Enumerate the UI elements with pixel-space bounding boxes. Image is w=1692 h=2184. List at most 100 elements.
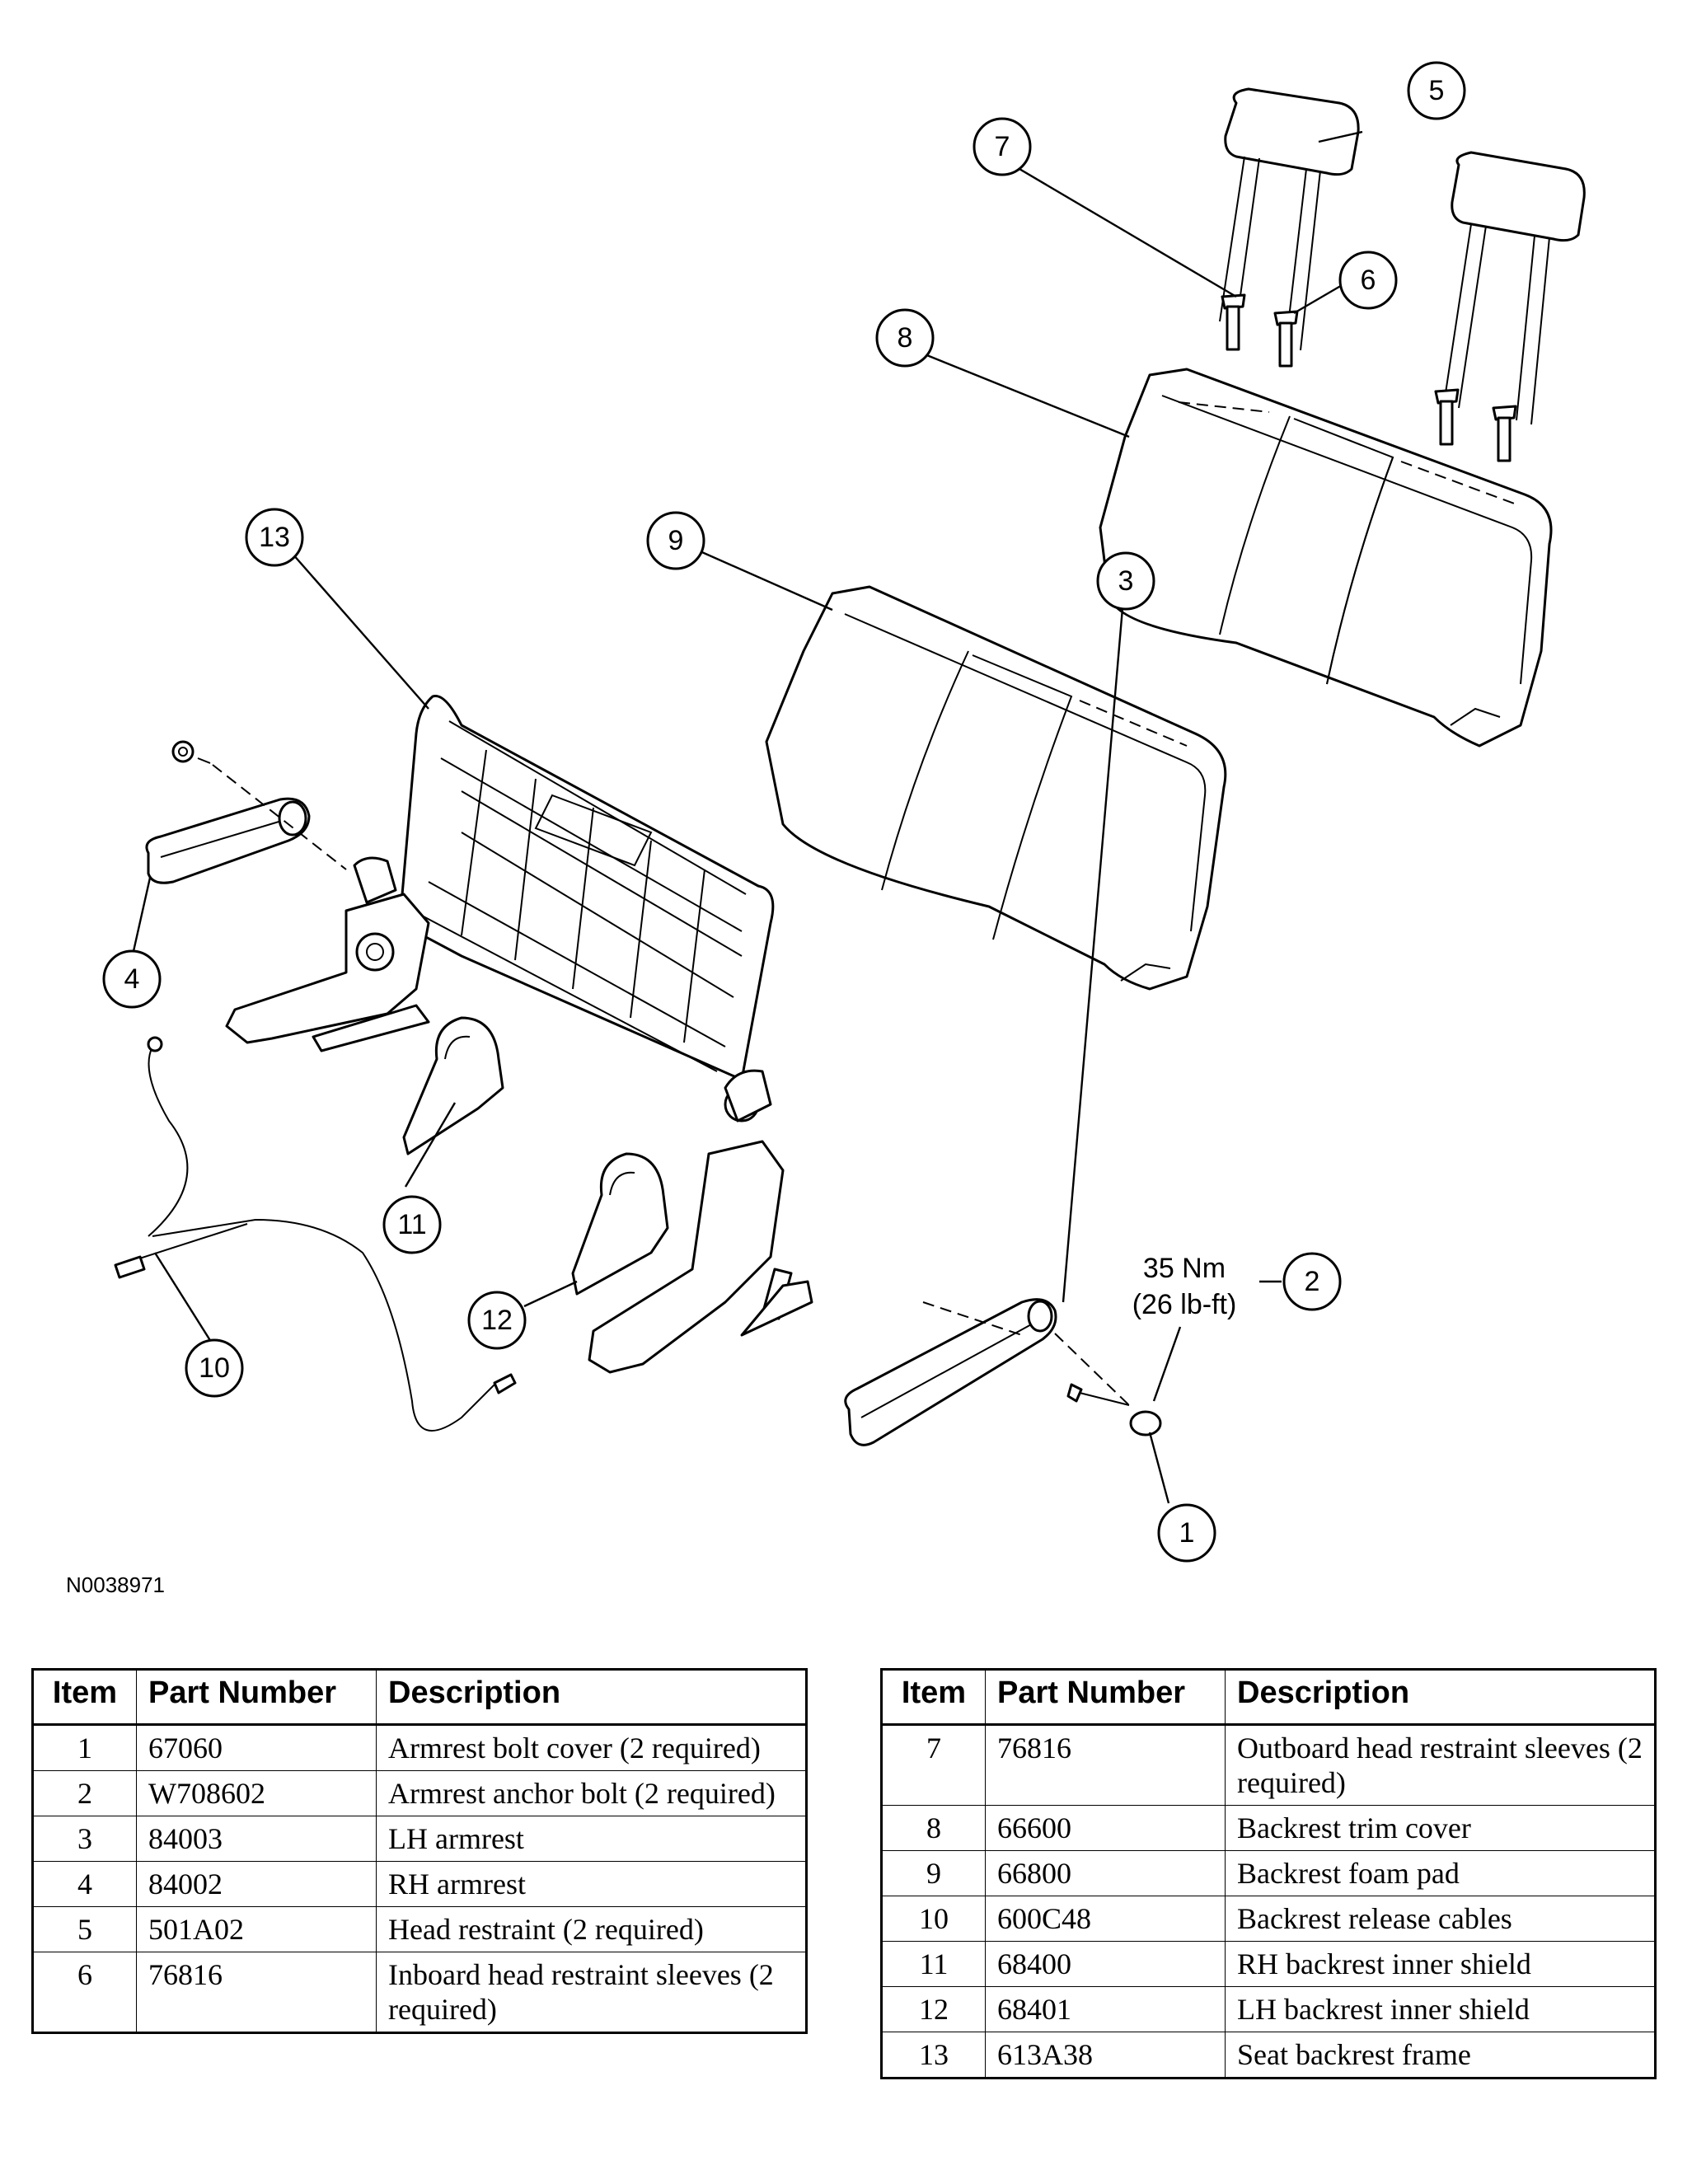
backrest-release-cables [114,1036,517,1432]
cell-item: 6 [32,1952,137,2033]
table-row: 12 68401 LH backrest inner shield [881,1986,1656,2032]
cell-part-number: 76816 [985,1724,1226,1806]
table-row: 13 613A38 Seat backrest frame [881,2032,1656,2079]
exploded-view-diagram: 1 2 3 4 5 6 7 8 9 10 11 12 13 35 Nm (26 … [102,61,1586,1563]
head-restraint-sleeves [1221,293,1517,462]
callout-3: 3 [1096,551,1155,611]
cell-part-number: 84003 [136,1816,377,1862]
cell-part-number: 600C48 [985,1896,1226,1942]
cell-description: LH armrest [376,1816,807,1862]
cell-description: Armrest anchor bolt (2 required) [376,1770,807,1816]
table-row: 9 66800 Backrest foam pad [881,1850,1656,1896]
cell-part-number: 501A02 [136,1906,377,1952]
table-row: 2 W708602 Armrest anchor bolt (2 require… [32,1770,807,1816]
cell-description: RH backrest inner shield [1225,1941,1656,1987]
lh-backrest-inner-shield [571,1152,669,1296]
cell-item: 7 [881,1724,986,1806]
callout-12: 12 [467,1291,527,1350]
cell-description: Seat backrest frame [1225,2032,1656,2079]
cell-part-number: 613A38 [985,2032,1226,2079]
cell-item: 10 [881,1896,986,1942]
cell-part-number: W708602 [136,1770,377,1816]
armrest-bolt-cover [1129,1410,1162,1436]
cell-item: 2 [32,1770,137,1816]
cell-part-number: 67060 [136,1724,377,1771]
svg-text:1: 1 [1179,1517,1195,1549]
head-restraint [1219,87,1586,425]
svg-text:7: 7 [995,131,1010,162]
svg-text:12: 12 [481,1305,513,1336]
leader-lines [130,130,1363,1504]
column-header-part-number: Part Number [985,1669,1226,1726]
table-row: 11 68400 RH backrest inner shield [881,1941,1656,1987]
column-header-description: Description [376,1669,807,1726]
svg-text:8: 8 [898,322,913,354]
table-row: 6 76816 Inboard head restraint sleeves (… [32,1952,807,2033]
parts-table-left: Item Part Number Description 1 67060 Arm… [31,1668,808,2034]
table-row: 7 76816 Outboard head restraint sleeves … [881,1724,1656,1806]
table-row: 4 84002 RH armrest [32,1861,807,1907]
svg-text:4: 4 [124,963,140,995]
column-header-item: Item [881,1669,986,1726]
cell-item: 4 [32,1861,137,1907]
callout-7: 7 [973,117,1032,176]
column-header-description: Description [1225,1669,1656,1726]
svg-text:11: 11 [397,1209,426,1240]
table-row: 10 600C48 Backrest release cables [881,1896,1656,1942]
cell-description: Outboard head restraint sleeves (2 requi… [1225,1724,1656,1806]
callout-8: 8 [875,308,935,368]
callout-13: 13 [245,508,304,567]
cell-item: 1 [32,1724,137,1771]
torque-metric: 35 Nm [1143,1253,1226,1284]
cell-item: 13 [881,2032,986,2079]
svg-text:10: 10 [199,1352,230,1384]
parts-table-right: Item Part Number Description 7 76816 Out… [880,1668,1657,2079]
cell-item: 12 [881,1986,986,2032]
cell-description: Backrest foam pad [1225,1850,1656,1896]
column-header-item: Item [32,1669,137,1726]
cell-description: Armrest bolt cover (2 required) [376,1724,807,1771]
svg-text:9: 9 [668,525,684,556]
cell-part-number: 66600 [985,1805,1226,1851]
callout-9: 9 [646,511,705,570]
cell-item: 11 [881,1941,986,1987]
rh-armrest [145,740,347,884]
callout-1: 1 [1157,1503,1216,1563]
torque-imperial: (26 lb-ft) [1132,1289,1237,1320]
callout-11: 11 [382,1195,442,1254]
cell-item: 8 [881,1805,986,1851]
backrest-foam-pad [765,585,1227,991]
cell-item: 3 [32,1816,137,1862]
cell-description: Backrest release cables [1225,1896,1656,1942]
table-header-row: Item Part Number Description [32,1669,807,1726]
svg-text:3: 3 [1118,565,1134,597]
table-row: 1 67060 Armrest bolt cover (2 required) [32,1724,807,1771]
callout-4: 4 [102,949,162,1009]
svg-text:6: 6 [1361,265,1376,296]
torque-spec: 35 Nm (26 lb-ft) [1132,1253,1237,1320]
cell-item: 9 [881,1850,986,1896]
seat-backrest-frame [225,694,813,1374]
cell-part-number: 68401 [985,1986,1226,2032]
callout-6: 6 [1338,251,1398,310]
cell-description: LH backrest inner shield [1225,1986,1656,2032]
callout-5: 5 [1407,61,1466,120]
armrest-anchor-bolt [1066,1383,1130,1406]
figure-id: N0038971 [66,1572,165,1597]
column-header-part-number: Part Number [136,1669,377,1726]
cell-description: Inboard head restraint sleeves (2 requir… [376,1952,807,2033]
table-row: 5 501A02 Head restraint (2 required) [32,1906,807,1952]
cell-part-number: 68400 [985,1941,1226,1987]
cell-item: 5 [32,1906,137,1952]
cell-part-number: 66800 [985,1850,1226,1896]
rh-backrest-inner-shield [402,1016,504,1155]
lh-armrest [844,1298,1130,1446]
table-header-row: Item Part Number Description [881,1669,1656,1726]
table-row: 8 66600 Backrest trim cover [881,1805,1656,1851]
cell-description: RH armrest [376,1861,807,1907]
table-row: 3 84003 LH armrest [32,1816,807,1862]
callout-10: 10 [185,1338,244,1398]
cell-description: Head restraint (2 required) [376,1906,807,1952]
cell-part-number: 84002 [136,1861,377,1907]
cell-description: Backrest trim cover [1225,1805,1656,1851]
